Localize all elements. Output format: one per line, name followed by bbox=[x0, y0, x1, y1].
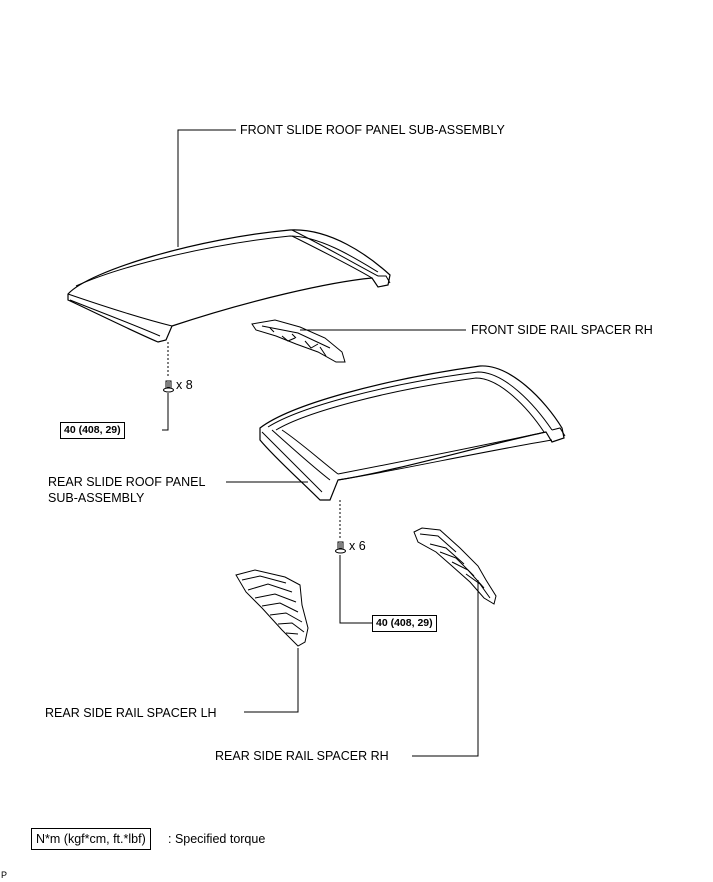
rear-side-rail-spacer-rh-drawing bbox=[413, 527, 497, 605]
legend-description: : Specified torque bbox=[168, 832, 266, 846]
label-front-side-rail-spacer-rh: FRONT SIDE RAIL SPACER RH bbox=[471, 323, 653, 337]
rear-bolt-quantity: x 6 bbox=[349, 539, 366, 553]
leader-rear-spacer-lh bbox=[244, 648, 299, 713]
leader-rear-spacer-rh bbox=[412, 580, 479, 757]
rear-side-rail-spacer-lh-drawing bbox=[235, 569, 309, 647]
rear-torque-spec: 40 (408, 29) bbox=[372, 615, 437, 632]
label-front-slide-roof-panel: FRONT SLIDE ROOF PANEL SUB-ASSEMBLY bbox=[240, 123, 505, 137]
leader-front-torque bbox=[162, 393, 169, 431]
front-torque-spec: 40 (408, 29) bbox=[60, 422, 125, 439]
legend-torque-unit-box: N*m (kgf*cm, ft.*lbf) bbox=[31, 828, 151, 850]
rear-slide-roof-panel-drawing bbox=[259, 365, 566, 501]
leader-front-panel bbox=[177, 129, 236, 247]
label-rear-side-rail-spacer-rh: REAR SIDE RAIL SPACER RH bbox=[215, 749, 389, 763]
front-side-rail-spacer-rh-drawing bbox=[251, 319, 346, 363]
corner-code: P bbox=[1, 870, 8, 880]
front-slide-roof-panel-drawing bbox=[67, 229, 391, 343]
front-bolt-icon bbox=[163, 380, 174, 393]
label-rear-slide-roof-panel-line1: REAR SLIDE ROOF PANEL bbox=[48, 475, 206, 489]
label-rear-slide-roof-panel-line2: SUB-ASSEMBLY bbox=[48, 491, 145, 505]
label-rear-side-rail-spacer-lh: REAR SIDE RAIL SPACER LH bbox=[45, 706, 217, 720]
front-bolt-quantity: x 8 bbox=[176, 378, 193, 392]
rear-bolt-icon bbox=[335, 541, 346, 554]
leader-rear-torque bbox=[339, 555, 372, 624]
